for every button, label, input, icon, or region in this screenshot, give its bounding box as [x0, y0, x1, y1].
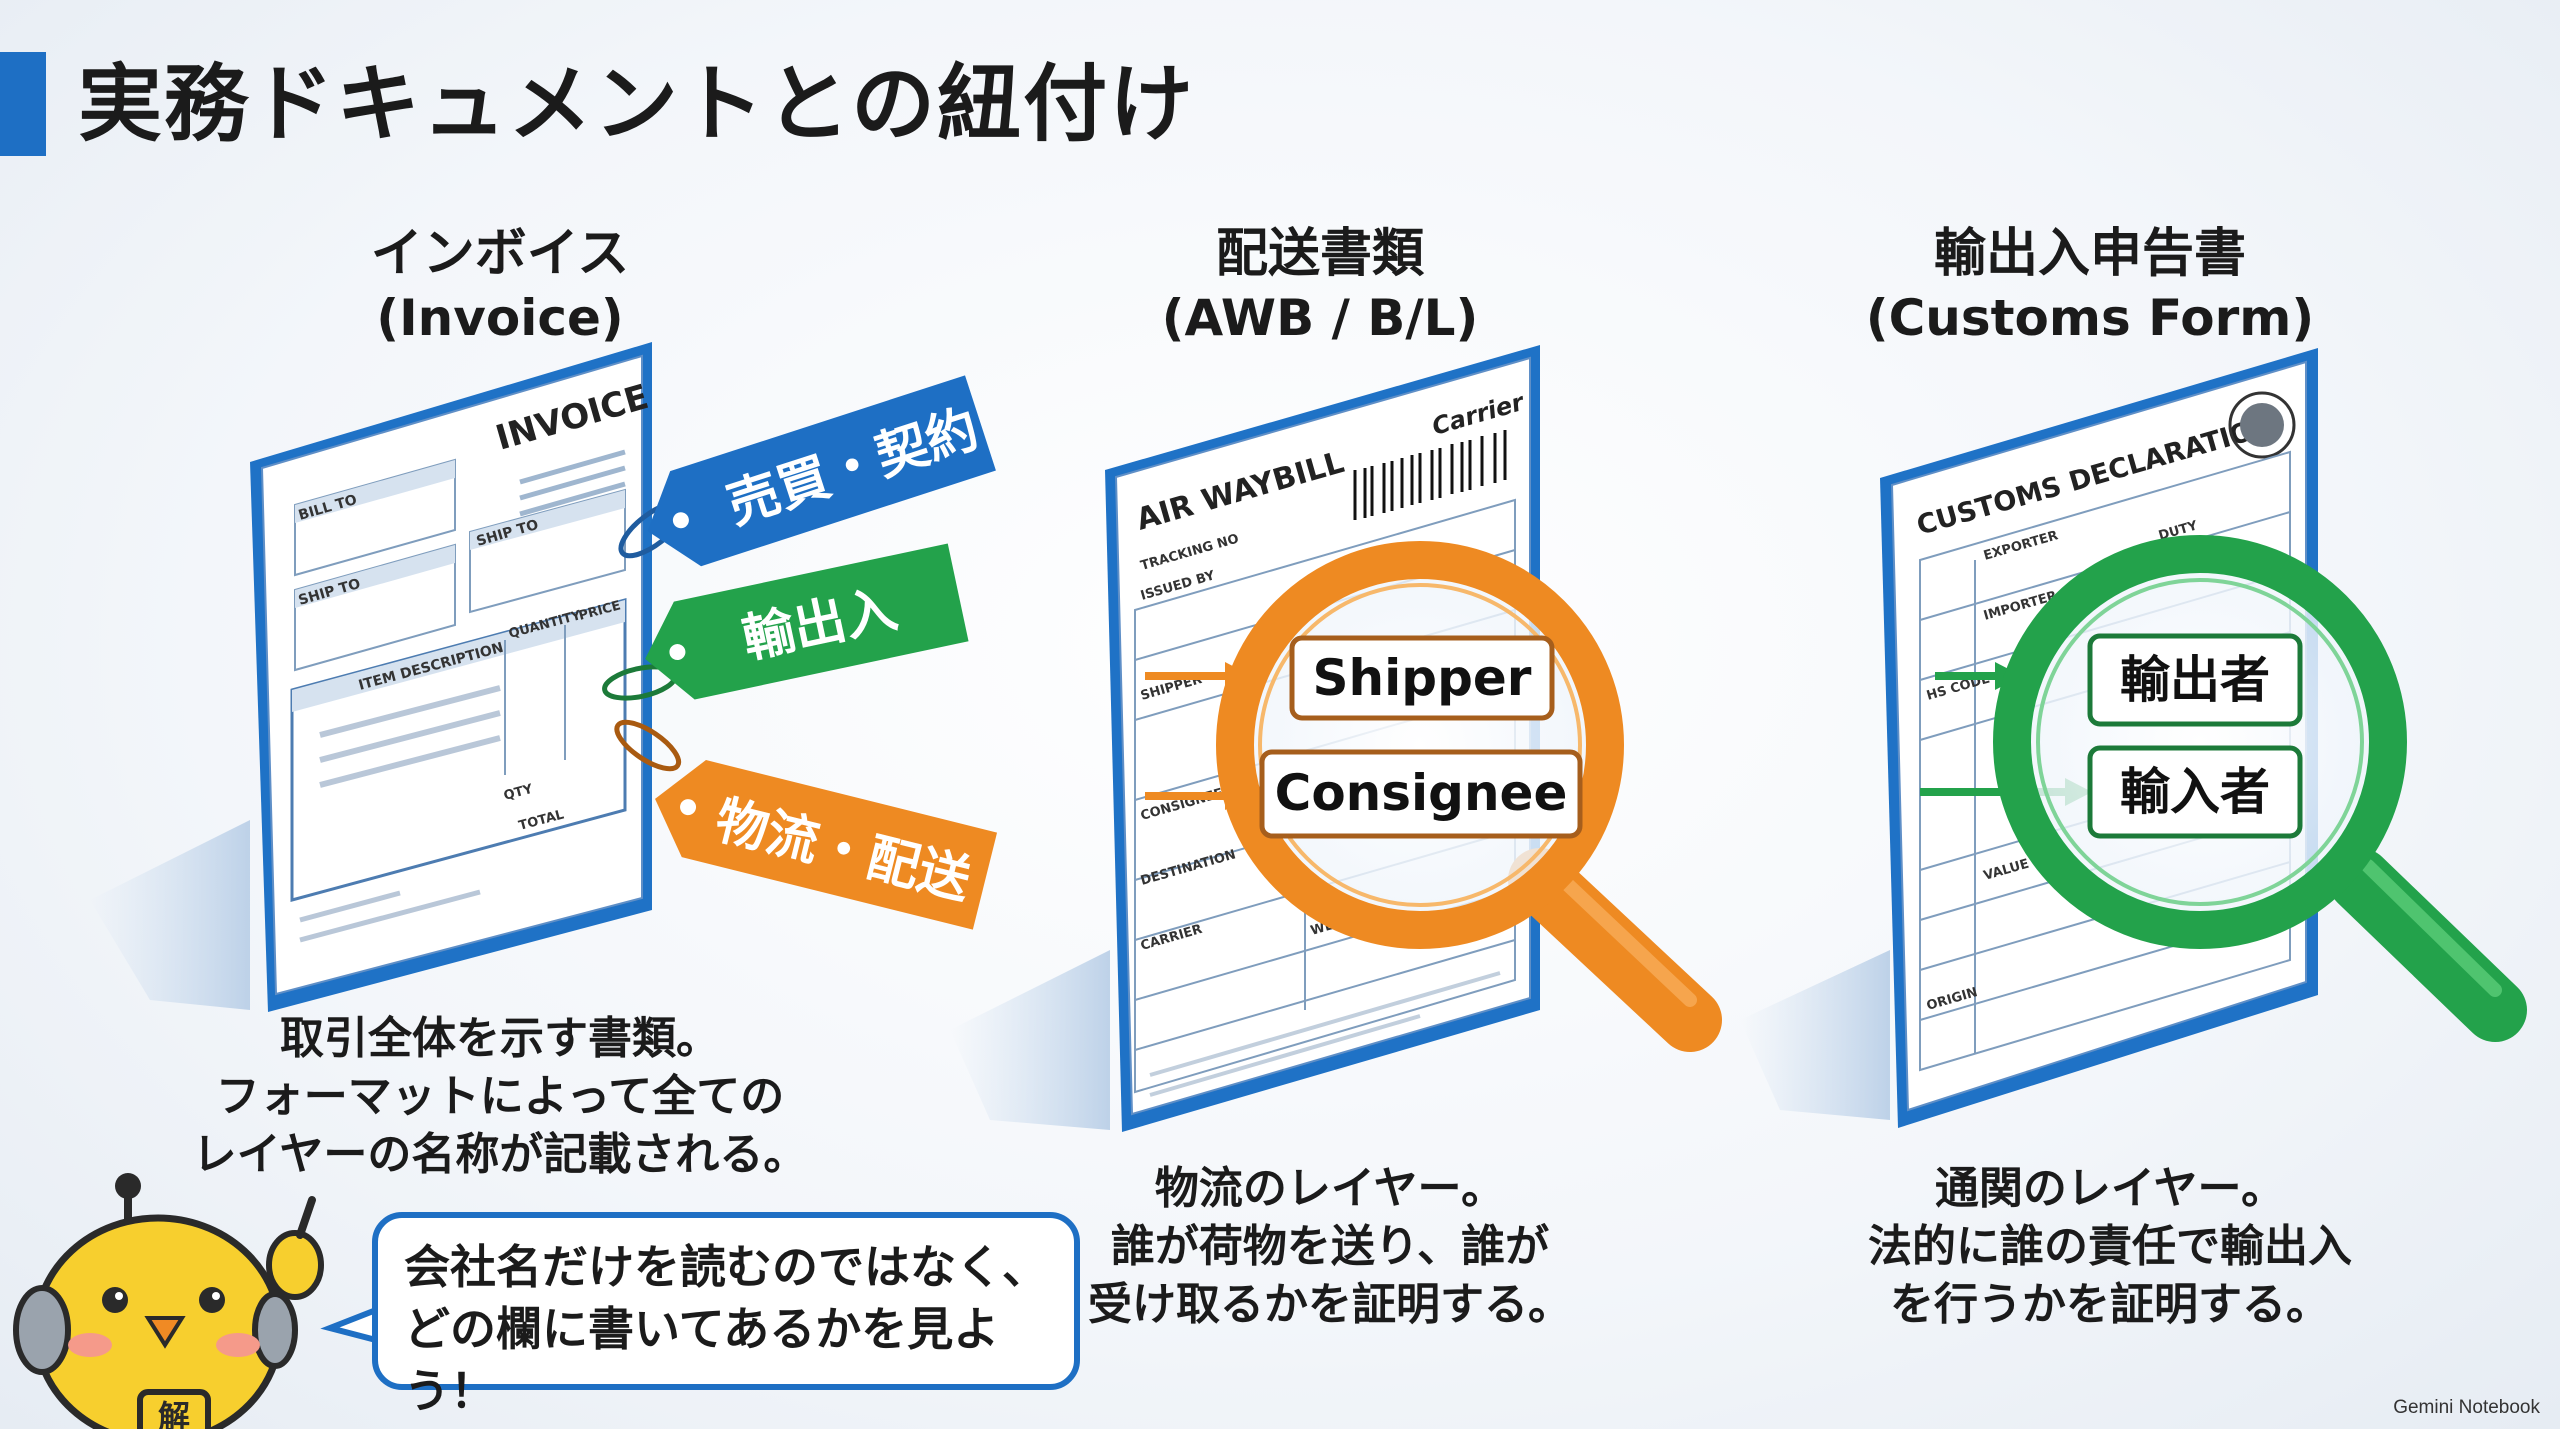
- column-heading-shipping: 配送書類 (AWB / B/L): [1090, 222, 1550, 350]
- description-shipping-line-2: 誰が荷物を送り、誰が: [1110, 1221, 1550, 1272]
- speech-bubble: [372, 1212, 1080, 1390]
- speech-text: 会社名だけを読むのではなく、 どの欄に書いてあるかを見よう！: [404, 1236, 1064, 1422]
- speech-tail: [320, 1305, 379, 1344]
- column-heading-invoice: インボイス (Invoice): [270, 222, 730, 350]
- description-invoice-line-2: フォーマットによって全ての: [215, 1071, 785, 1122]
- tag-sales: 売買・契約: [618, 375, 996, 567]
- description-shipping-line-1: 物流のレイヤー。: [1154, 1163, 1506, 1214]
- field-qty: QTY: [502, 782, 535, 804]
- heading-invoice: インボイス: [370, 224, 630, 284]
- title-accent-bar: [0, 52, 46, 156]
- lens-label-shipper: Shipper: [1313, 649, 1532, 707]
- subheading-customs: (Customs Form): [1865, 289, 2315, 347]
- green-magnifier-icon: 輸出者 輸入者: [1993, 535, 2527, 1042]
- description-customs-line-1: 通関のレイヤー。: [1934, 1163, 2286, 1214]
- heading-shipping: 配送書類: [1215, 224, 1424, 284]
- description-customs-line-2: 法的に誰の責任で輸出入: [1868, 1221, 2352, 1272]
- tag-import-export: 輸出入: [602, 543, 969, 701]
- description-invoice-line-3: レイヤーの名称が記載される。: [192, 1129, 808, 1180]
- lens-label-exporter: 輸出者: [2120, 651, 2270, 709]
- page-title: 実務ドキュメントとの紐付け: [78, 55, 1196, 153]
- lens-label-consignee: Consignee: [1275, 764, 1568, 822]
- lens-label-importer: 輸入者: [2120, 763, 2270, 821]
- subheading-invoice: (Invoice): [376, 289, 624, 347]
- footer-logo: Gemini Notebook: [2393, 1397, 2540, 1418]
- mascot-badge: 解: [158, 1398, 190, 1429]
- invoice-document: INVOICE BILL TO SHIP TO SHIP TO ITEM DES…: [90, 342, 653, 1012]
- description-shipping: 物流のレイヤー。 誰が荷物を送り、誰が 受け取るかを証明する。: [1030, 1160, 1630, 1334]
- heading-customs: 輸出入申告書: [1933, 224, 2246, 284]
- description-invoice-line-1: 取引全体を示す書類。: [280, 1013, 720, 1064]
- description-shipping-line-3: 受け取るかを証明する。: [1088, 1279, 1572, 1330]
- subheading-shipping: (AWB / B/L): [1161, 289, 1479, 347]
- orange-magnifier-icon: Shipper Consignee: [1216, 541, 1722, 1052]
- speech-line-2: どの欄に書いてあるかを見よう！: [404, 1302, 1000, 1418]
- column-heading-customs: 輸出入申告書 (Customs Form): [1860, 222, 2320, 350]
- speech-line-1: 会社名だけを読むのではなく、: [404, 1240, 1048, 1294]
- description-invoice: 取引全体を示す書類。 フォーマットによって全ての レイヤーの名称が記載される。: [180, 1010, 820, 1184]
- description-customs-line-3: を行うかを証明する。: [1890, 1279, 2330, 1330]
- description-customs: 通関のレイヤー。 法的に誰の責任で輸出入 を行うかを証明する。: [1800, 1160, 2420, 1334]
- mascot-robot-chick: 解: [13, 1173, 324, 1429]
